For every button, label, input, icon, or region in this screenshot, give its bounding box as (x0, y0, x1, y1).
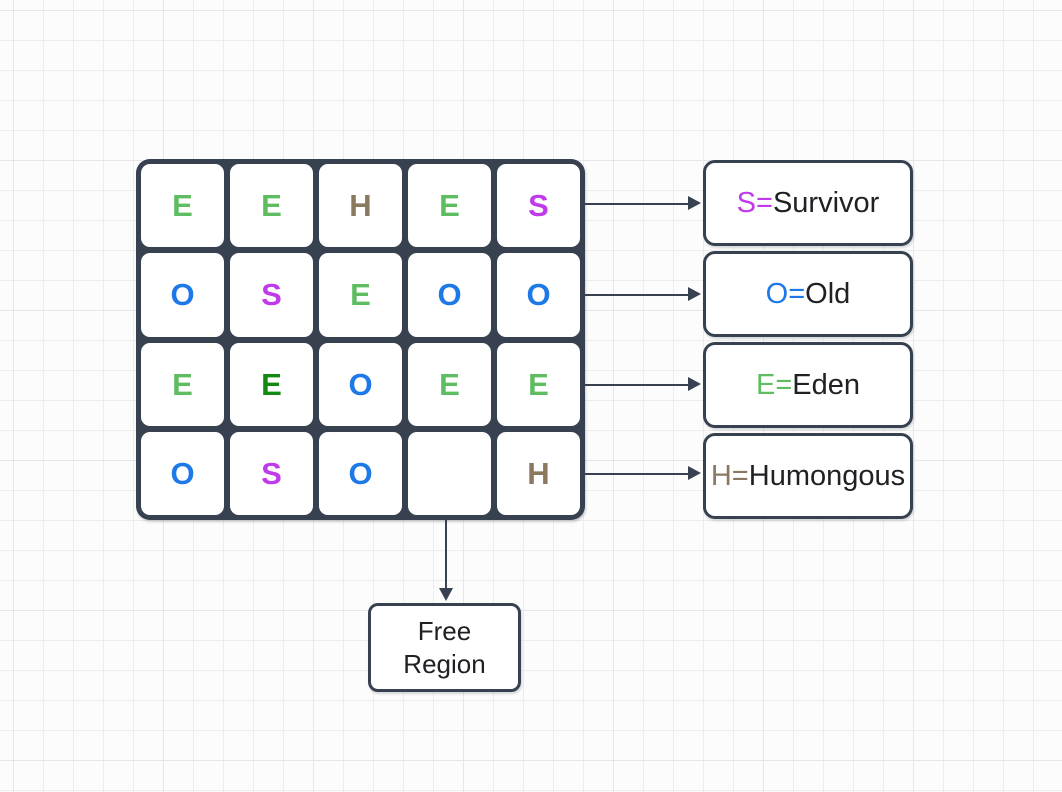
region-letter: O (170, 277, 195, 313)
heap-cell-eden: E (494, 339, 583, 429)
region-letter: H (527, 455, 550, 491)
heap-cell-eden: E (138, 339, 227, 429)
legend-item-humongous: H=Humongous (703, 433, 913, 519)
heap-grid: E E H E S O S E O O E E O E E O S O H (136, 159, 585, 520)
heap-cell-old: O (316, 428, 405, 518)
heap-cell-survivor: S (227, 250, 316, 340)
arrow-heap-to-survivor (585, 196, 701, 210)
heap-cell-humongous: H (494, 428, 583, 518)
region-letter: O (170, 455, 195, 491)
legend-label: Eden (792, 368, 860, 401)
legend-item-survivor: S=Survivor (703, 160, 913, 246)
heap-cell-eden: E (316, 250, 405, 340)
arrow-heap-to-eden (585, 377, 701, 391)
arrow-heap-to-old (585, 287, 701, 301)
region-letter: E (261, 188, 282, 224)
region-letter: O (348, 455, 373, 491)
heap-cell-empty (405, 428, 494, 518)
heap-cell-old: O (405, 250, 494, 340)
region-letter: E (261, 366, 282, 402)
heap-cell-survivor: S (494, 161, 583, 251)
region-letter: S (528, 188, 549, 224)
heap-cell-old: O (316, 339, 405, 429)
heap-cell-eden: E (405, 339, 494, 429)
region-letter: O (437, 277, 462, 313)
legend-label: Old (805, 277, 851, 310)
free-region-box: Free Region (368, 603, 521, 692)
region-letter: E (439, 366, 460, 402)
legend-item-eden: E=Eden (703, 342, 913, 428)
region-letter: E (172, 366, 193, 402)
region-letter: E (172, 188, 193, 224)
free-region-line1: Free (417, 616, 472, 646)
legend-label: Survivor (772, 186, 880, 219)
legend-label: Humongous (748, 459, 906, 492)
region-letter: S (261, 455, 282, 491)
legend-letter: S= (736, 186, 773, 219)
region-letter: E (439, 188, 460, 224)
heap-cell-eden: E (227, 161, 316, 251)
legend-letter: O= (765, 277, 806, 310)
heap-cell-old: O (138, 428, 227, 518)
legend-item-old: O=Old (703, 251, 913, 337)
region-letter: H (349, 188, 372, 224)
legend-letter: E= (755, 368, 793, 401)
heap-cell-old: O (494, 250, 583, 340)
free-region-line2: Region (403, 648, 486, 679)
heap-cell-eden_dark: E (227, 339, 316, 429)
region-letter: E (350, 277, 371, 313)
region-letter: O (526, 277, 551, 313)
region-letter: S (261, 277, 282, 313)
arrow-heap-to-free-region (439, 520, 453, 601)
heap-cell-old: O (138, 250, 227, 340)
region-letter: E (528, 366, 549, 402)
heap-cell-humongous: H (316, 161, 405, 251)
legend-letter: H= (710, 459, 749, 492)
heap-cell-survivor: S (227, 428, 316, 518)
region-letter: O (348, 366, 373, 402)
heap-cell-eden: E (405, 161, 494, 251)
arrow-heap-to-humongous (585, 466, 701, 480)
heap-cell-eden: E (138, 161, 227, 251)
